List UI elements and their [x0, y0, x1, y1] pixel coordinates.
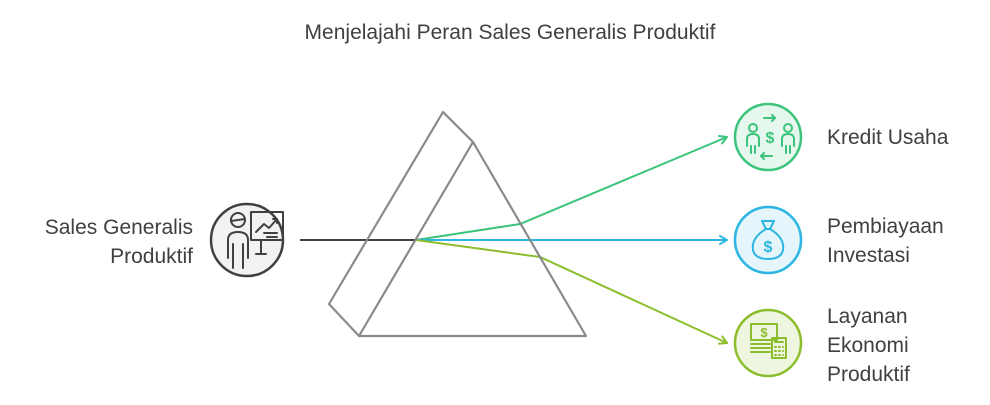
svg-text:$: $ — [764, 239, 773, 256]
cash-calculator-icon: $ — [750, 323, 787, 359]
output-label-line3: Produktif — [827, 363, 910, 386]
source-label-line1: Sales Generalis — [45, 216, 193, 239]
people-exchange-icon: $ — [746, 114, 795, 160]
output-label-line2: Investasi — [827, 244, 910, 267]
output-label-line1: Kredit Usaha — [827, 126, 949, 149]
output-pembiayaan-investasi: $ Pembiayaan Investasi — [733, 205, 944, 275]
prism — [327, 110, 588, 338]
presenter-chart-icon — [227, 211, 284, 269]
beam-layanan-ekonomi — [415, 239, 728, 345]
output-label-line1: Layanan — [827, 305, 908, 328]
output-label-line2: Ekonomi — [827, 334, 909, 357]
source-label-line2: Produktif — [110, 245, 193, 268]
svg-text:$: $ — [766, 130, 775, 147]
output-layanan-ekonomi-produktif: $ Layanan Ekonomi Produktif — [733, 305, 910, 386]
money-bag-icon: $ — [751, 220, 785, 260]
beam-kredit-usaha — [415, 135, 728, 241]
output-icon-circle — [733, 205, 803, 275]
output-label-line1: Pembiayaan — [827, 215, 944, 238]
source-node: Sales Generalis Produktif — [45, 202, 285, 278]
output-kredit-usaha: $ Kredit Usaha — [733, 102, 949, 172]
svg-text:$: $ — [760, 325, 768, 340]
diagram-title: Menjelajahi Peran Sales Generalis Produk… — [305, 21, 716, 44]
